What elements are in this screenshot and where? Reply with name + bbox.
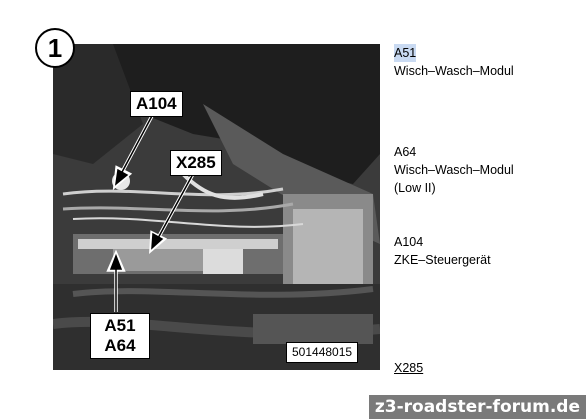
legend-x285: X285 — [394, 359, 423, 377]
legend-x285-code: X285 — [394, 361, 424, 375]
legend-a64-desc-1: Wisch–Wasch–Modul — [394, 163, 514, 177]
component-photo: A104 X285 A51 A64 501448015 — [53, 44, 380, 370]
legend-a51-code: A51 — [394, 44, 417, 62]
legend-a104: A104 ZKE–Steuergerät — [394, 233, 491, 269]
legend-a51: A51 Wisch–Wasch–Modul — [394, 44, 514, 80]
legend-a51-desc: Wisch–Wasch–Modul — [394, 64, 514, 78]
legend-a64: A64 Wisch–Wasch–Modul (Low II) — [394, 143, 514, 197]
callout-a51-a64: A51 A64 — [90, 313, 150, 359]
callout-x285: X285 — [170, 150, 222, 176]
figure-number-badge: 1 — [35, 28, 75, 68]
legend-a104-code: A104 — [394, 235, 424, 249]
legend-a104-desc: ZKE–Steuergerät — [394, 253, 491, 267]
callout-a51-label: A51 — [104, 316, 136, 335]
legend-a64-desc-2: (Low II) — [394, 181, 436, 195]
forum-watermark: z3-roadster-forum.de — [368, 395, 586, 419]
photo-id-label: 501448015 — [286, 342, 359, 363]
legend-a64-code: A64 — [394, 145, 417, 159]
engine-bay-illustration — [53, 44, 380, 370]
callout-a64-label: A64 — [104, 336, 136, 355]
callout-a104: A104 — [130, 91, 183, 117]
